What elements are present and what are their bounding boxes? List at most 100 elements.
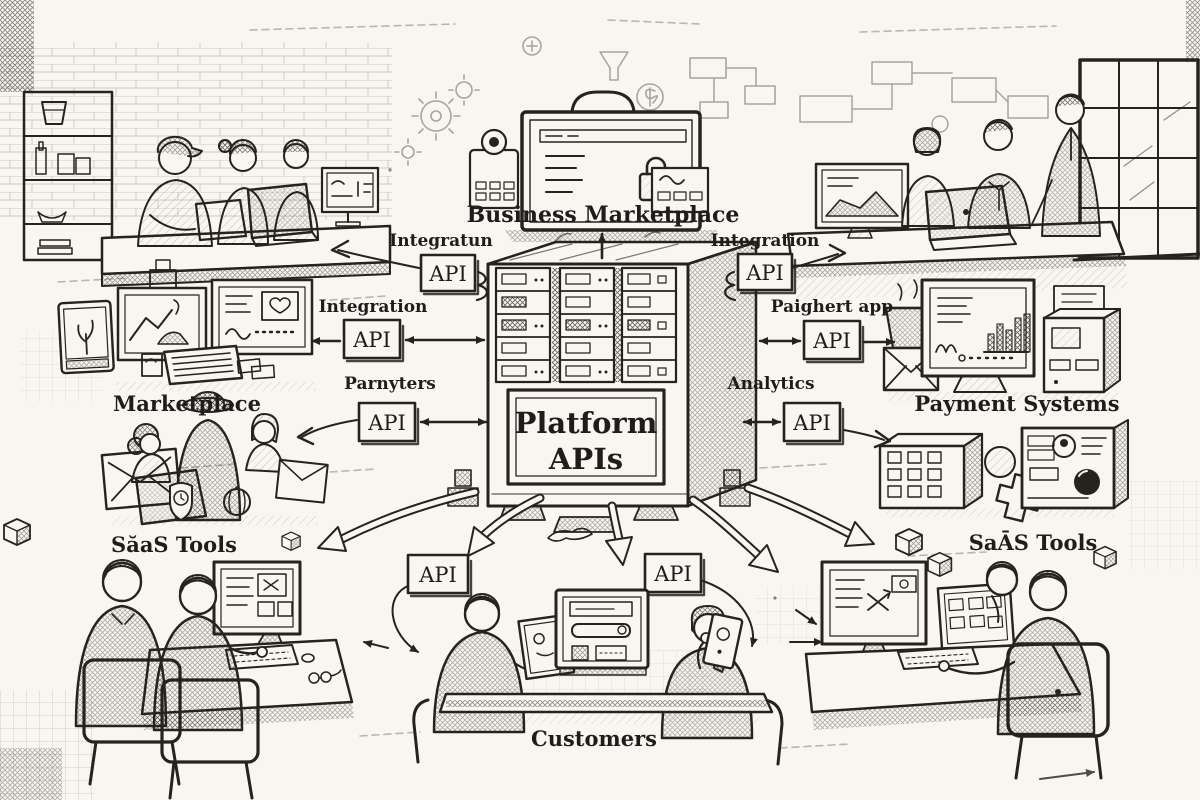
gear-icon xyxy=(420,100,452,132)
cube-icon xyxy=(1093,545,1117,570)
bowl-icon xyxy=(37,211,67,223)
platform-label-line1: Platform xyxy=(515,406,658,440)
api-node-customers-left: API xyxy=(406,553,473,598)
api-node-payment-app: API xyxy=(802,319,865,364)
api-label: API xyxy=(352,328,391,352)
control-panel xyxy=(1020,419,1129,510)
sun-icon xyxy=(401,145,415,159)
label-integration-top-right: Integration xyxy=(711,231,820,251)
keyboard-icon xyxy=(897,646,979,670)
bar-chart-icon xyxy=(983,313,1031,353)
doodles xyxy=(394,36,776,166)
bottle-icon xyxy=(35,147,47,175)
api-label: API xyxy=(812,329,851,353)
monitor-dashboard xyxy=(212,560,302,647)
monitor-arrows xyxy=(820,560,928,661)
scene-customers xyxy=(412,588,784,766)
label-saas-tools-right: SaĀS Tools xyxy=(969,530,1098,555)
scene-payment-devices xyxy=(882,278,1121,401)
pumpkin-icon xyxy=(223,486,251,516)
laptop-icon xyxy=(246,182,314,240)
monitor-heart-page xyxy=(210,278,314,356)
curve-to-office xyxy=(791,253,839,269)
area-chart-icon xyxy=(825,191,899,217)
knob-icon xyxy=(984,446,1016,478)
cube-icon xyxy=(895,528,923,556)
curve-to-retail xyxy=(337,249,420,269)
dial-icon xyxy=(1074,469,1100,495)
api-node-customers-right: API xyxy=(643,552,706,597)
label-customers: Customers xyxy=(531,726,657,751)
cube-icon xyxy=(3,518,31,546)
platform-label-line2: APIs xyxy=(548,442,623,476)
scene-saas-controls-right xyxy=(878,419,1129,523)
person-cap-man xyxy=(137,135,213,247)
shelf-unit xyxy=(22,90,114,262)
glasses-icon xyxy=(308,669,342,684)
bucket-icon xyxy=(41,101,67,125)
cube-icon xyxy=(281,531,301,551)
crossed-arrows-icon xyxy=(867,589,891,611)
scene-marketplace-devices xyxy=(57,259,316,391)
scene-desk-right xyxy=(804,560,1110,780)
label-marketplace: Marketplace xyxy=(113,391,261,416)
api-node-integration-left: API xyxy=(342,318,405,363)
monitor-bar-chart xyxy=(920,278,1036,393)
server-column xyxy=(558,266,616,384)
counter-front xyxy=(101,261,391,287)
label-payment-app: Paighert app xyxy=(771,297,893,317)
squiggle-right xyxy=(724,270,737,302)
server-column xyxy=(494,266,552,384)
cable-doodle xyxy=(547,527,593,542)
chair xyxy=(1006,642,1110,780)
label-analytics: Analytics xyxy=(726,374,814,394)
api-label: API xyxy=(792,411,831,435)
phone-plant xyxy=(57,299,115,375)
label-partners: Parnyters xyxy=(344,374,436,394)
platform-apis-sign: Platform APIs xyxy=(506,388,666,486)
dollar-icon xyxy=(636,83,664,111)
keypad-box xyxy=(878,432,984,510)
scene-desk-left xyxy=(74,558,354,800)
label-business-marketplace: Business Marketplace xyxy=(467,202,740,228)
heart-icon xyxy=(269,297,291,314)
api-label: API xyxy=(418,563,457,587)
api-label: API xyxy=(653,562,692,586)
scene-retail-counter xyxy=(22,90,392,287)
api-label: API xyxy=(745,261,784,285)
shield-clock-icon xyxy=(169,482,193,521)
camera-icon xyxy=(1052,434,1076,458)
person-man-right xyxy=(152,573,268,732)
billboard-handle xyxy=(570,90,636,114)
gear-icon xyxy=(455,81,473,99)
server-column xyxy=(620,266,678,384)
curve-analytics-right xyxy=(843,429,885,441)
person-man-standing xyxy=(1031,93,1101,237)
label-integration-top-left: Integratun xyxy=(389,231,492,251)
curve-partners-left xyxy=(301,419,358,438)
phone-icon xyxy=(702,612,744,670)
person-man-left xyxy=(74,558,168,728)
mouse-icon xyxy=(301,653,315,663)
person-woman-blonde xyxy=(245,413,285,473)
api-node-top-left: API xyxy=(419,253,480,296)
label-integration-left: Integration xyxy=(319,297,428,317)
cube-icon xyxy=(927,551,953,577)
api-label: API xyxy=(428,262,467,286)
chair xyxy=(160,678,260,800)
label-saas-tools-left: SăaS Tools xyxy=(111,532,237,557)
person-head-back xyxy=(985,560,1019,623)
monitor-area-chart xyxy=(814,162,910,239)
laptop-icon xyxy=(194,198,248,242)
api-node-top-right: API xyxy=(736,252,797,295)
funnel-icon xyxy=(599,51,629,81)
register-device-left xyxy=(468,128,520,210)
printer-box xyxy=(141,344,244,386)
tower-pc xyxy=(1042,285,1121,394)
person-man-back xyxy=(938,569,1096,736)
platform-server-rack: Platform APIs xyxy=(447,240,758,542)
curve-api-to-customer-left xyxy=(391,584,419,653)
screen-envelope xyxy=(275,458,329,504)
